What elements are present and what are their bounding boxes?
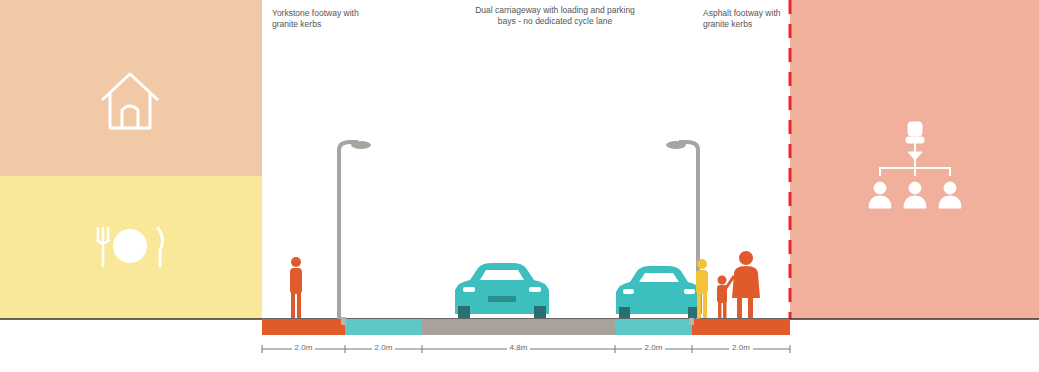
note-label: Dual carriageway with loading and parkin…	[470, 5, 640, 26]
kerb	[341, 317, 346, 325]
parking-bay	[345, 319, 422, 335]
loading-bay	[615, 319, 692, 335]
lamp-head	[351, 141, 371, 149]
dimension-label: 2.0m	[372, 343, 396, 353]
street-lamp	[339, 142, 358, 319]
pedestrian	[726, 251, 760, 318]
dimension-label: 2.0m	[729, 343, 753, 353]
kerb	[689, 317, 694, 325]
residential-block	[0, 0, 262, 176]
pedestrian	[696, 259, 708, 318]
dimension-label: 2.0m	[292, 343, 316, 353]
office-block	[790, 0, 1039, 319]
restaurant-block	[0, 176, 262, 319]
footway	[692, 319, 790, 335]
plate-icon	[97, 228, 163, 266]
dimension-label: 4.8m	[507, 343, 531, 353]
note-label: Asphalt footway with granite kerbs	[703, 8, 791, 29]
footway	[262, 319, 345, 335]
lamp-head	[666, 141, 686, 149]
pedestrian	[290, 257, 302, 318]
car	[455, 263, 549, 318]
carriageway	[422, 319, 615, 335]
child-pedestrian	[717, 276, 727, 319]
note-label: Yorkstone footway with granite kerbs	[272, 8, 382, 29]
house-icon	[102, 74, 158, 128]
boundary-line	[789, 0, 792, 319]
car	[616, 266, 702, 318]
organisation-icon	[869, 122, 961, 208]
dimension-label: 2.0m	[642, 343, 666, 353]
